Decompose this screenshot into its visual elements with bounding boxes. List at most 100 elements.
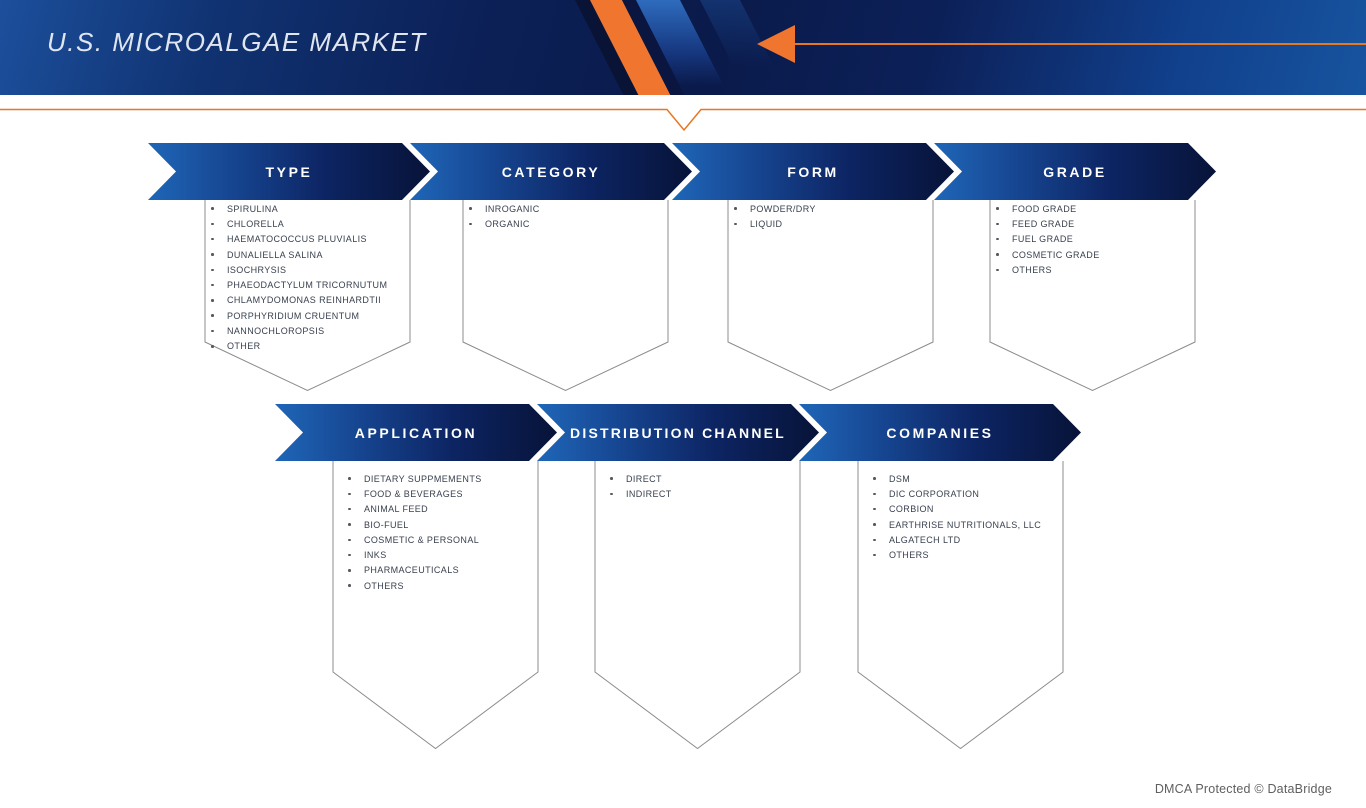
list-item: PHARMACEUTICALS — [344, 563, 482, 578]
header-banner: U.S. MICROALGAE MARKET — [0, 0, 1366, 95]
bullet-icon — [730, 223, 750, 226]
list-item-label: ANIMAL FEED — [364, 504, 429, 515]
list-item: LIQUID — [730, 216, 816, 231]
list-item-label: POWDER/DRY — [750, 203, 816, 214]
arrow-line — [795, 43, 1366, 45]
bullet-icon — [344, 569, 364, 572]
segment-list-grade: FOOD GRADE FEED GRADE FUEL GRADE COSMETIC G… — [992, 201, 1100, 277]
list-item: DSM — [869, 471, 1041, 486]
list-item-label: DSM — [889, 473, 911, 484]
list-item-label: LIQUID — [750, 218, 783, 229]
list-item-label: OTHERS — [1012, 264, 1052, 275]
list-item-label: PHAEODACTYLUM TRICORNUTUM — [227, 280, 388, 291]
list-item-label: DIRECT — [626, 473, 662, 484]
list-item: DIETARY SUPPMEMENTS — [344, 471, 482, 486]
list-item-label: FOOD GRADE — [1012, 203, 1077, 214]
bullet-icon — [992, 207, 1012, 210]
bullet-icon — [207, 284, 227, 287]
segment-panel-companies — [857, 461, 1064, 750]
list-item-label: FEED GRADE — [1012, 218, 1075, 229]
segment-arrow-category: CATEGORY — [410, 143, 692, 200]
list-item-label: DIC CORPORATION — [889, 488, 980, 499]
list-item: OTHER — [207, 339, 387, 354]
segment-list-form: POWDER/DRY LIQUID — [730, 201, 816, 232]
list-item-label: PORPHYRIDIUM CRUENTUM — [227, 310, 360, 321]
list-item-label: ORGANIC — [485, 218, 530, 229]
list-item: ISOCHRYSIS — [207, 262, 387, 277]
bullet-icon — [869, 523, 889, 526]
list-item: BIO-FUEL — [344, 517, 482, 532]
bullet-icon — [869, 508, 889, 511]
bullet-icon — [207, 314, 227, 317]
bullet-icon — [992, 253, 1012, 256]
segment-label-type: TYPE — [265, 163, 313, 180]
list-item-label: NANNOCHLOROPSIS — [227, 326, 325, 337]
list-item: NANNOCHLOROPSIS — [207, 323, 387, 338]
bullet-icon — [207, 238, 227, 241]
segment-panel-form — [727, 200, 934, 392]
list-item: FOOD & BEVERAGES — [344, 486, 482, 501]
segment-panel-grade — [989, 200, 1196, 392]
list-item-label: FOOD & BEVERAGES — [364, 488, 463, 499]
bullet-icon — [344, 493, 364, 496]
list-item-label: INKS — [364, 550, 387, 561]
segment-label-form: FORM — [787, 163, 839, 180]
list-item-label: CHLAMYDOMONAS REINHARDTII — [227, 295, 382, 306]
list-item: ORGANIC — [465, 216, 540, 231]
list-item: CORBION — [869, 502, 1041, 517]
list-item: INROGANIC — [465, 201, 540, 216]
list-item-label: CORBION — [889, 504, 934, 515]
segment-list-type: SPIRULINA CHLORELLA HAEMATOCOCCUS PLUVIALI… — [207, 201, 387, 354]
list-item: CHLORELLA — [207, 216, 387, 231]
list-item-label: ISOCHRYSIS — [227, 264, 287, 275]
list-item: FUEL GRADE — [992, 232, 1100, 247]
list-item-label: BIO-FUEL — [364, 519, 409, 530]
bullet-icon — [344, 523, 364, 526]
list-item: FEED GRADE — [992, 216, 1100, 231]
segment-arrow-companies: COMPANIES — [799, 404, 1081, 461]
list-item: CHLAMYDOMONAS REINHARDTII — [207, 293, 387, 308]
bullet-icon — [869, 539, 889, 542]
list-item-label: INROGANIC — [485, 203, 540, 214]
list-item: SPIRULINA — [207, 201, 387, 216]
bullet-icon — [869, 493, 889, 496]
list-item: FOOD GRADE — [992, 201, 1100, 216]
segment-arrow-grade: GRADE — [934, 143, 1216, 200]
list-item: OTHERS — [344, 578, 482, 593]
list-item: INKS — [344, 547, 482, 562]
bullet-icon — [207, 330, 227, 333]
list-item-label: OTHERS — [889, 550, 929, 561]
segment-arrow-distribution-channel: DISTRIBUTION CHANNEL — [537, 404, 819, 461]
bullet-icon — [207, 223, 227, 226]
list-item: POWDER/DRY — [730, 201, 816, 216]
dmca-footer-text: DMCA Protected © DataBridge — [1154, 782, 1332, 796]
bullet-icon — [207, 253, 227, 256]
list-item-label: SPIRULINA — [227, 203, 279, 214]
list-item-label: COSMETIC GRADE — [1012, 249, 1100, 260]
list-item-label: HAEMATOCOCCUS PLUVIALIS — [227, 234, 367, 245]
bullet-icon — [344, 508, 364, 511]
bullet-icon — [606, 477, 626, 480]
list-item: DUNALIELLA SALINA — [207, 247, 387, 262]
bullet-icon — [992, 223, 1012, 226]
segment-label-application: APPLICATION — [354, 424, 478, 441]
bullet-icon — [344, 554, 364, 557]
list-item-label: ALGATECH LTD — [889, 534, 961, 545]
list-item: DIC CORPORATION — [869, 486, 1041, 501]
list-item-label: DUNALIELLA SALINA — [227, 249, 323, 260]
segment-panel-application — [332, 461, 539, 750]
bullet-icon — [344, 539, 364, 542]
bullet-icon — [606, 493, 626, 496]
segment-panel-distribution-channel — [594, 461, 801, 750]
list-item-label: DIETARY SUPPMEMENTS — [364, 473, 482, 484]
segment-list-category: INROGANIC ORGANIC — [465, 201, 540, 232]
bullet-icon — [992, 269, 1012, 272]
list-item: ANIMAL FEED — [344, 502, 482, 517]
list-item-label: COSMETIC & PERSONAL — [364, 534, 480, 545]
bullet-icon — [465, 223, 485, 226]
segment-label-category: CATEGORY — [501, 163, 601, 180]
bullet-icon — [465, 207, 485, 210]
bullet-icon — [344, 477, 364, 480]
bullet-icon — [869, 554, 889, 557]
